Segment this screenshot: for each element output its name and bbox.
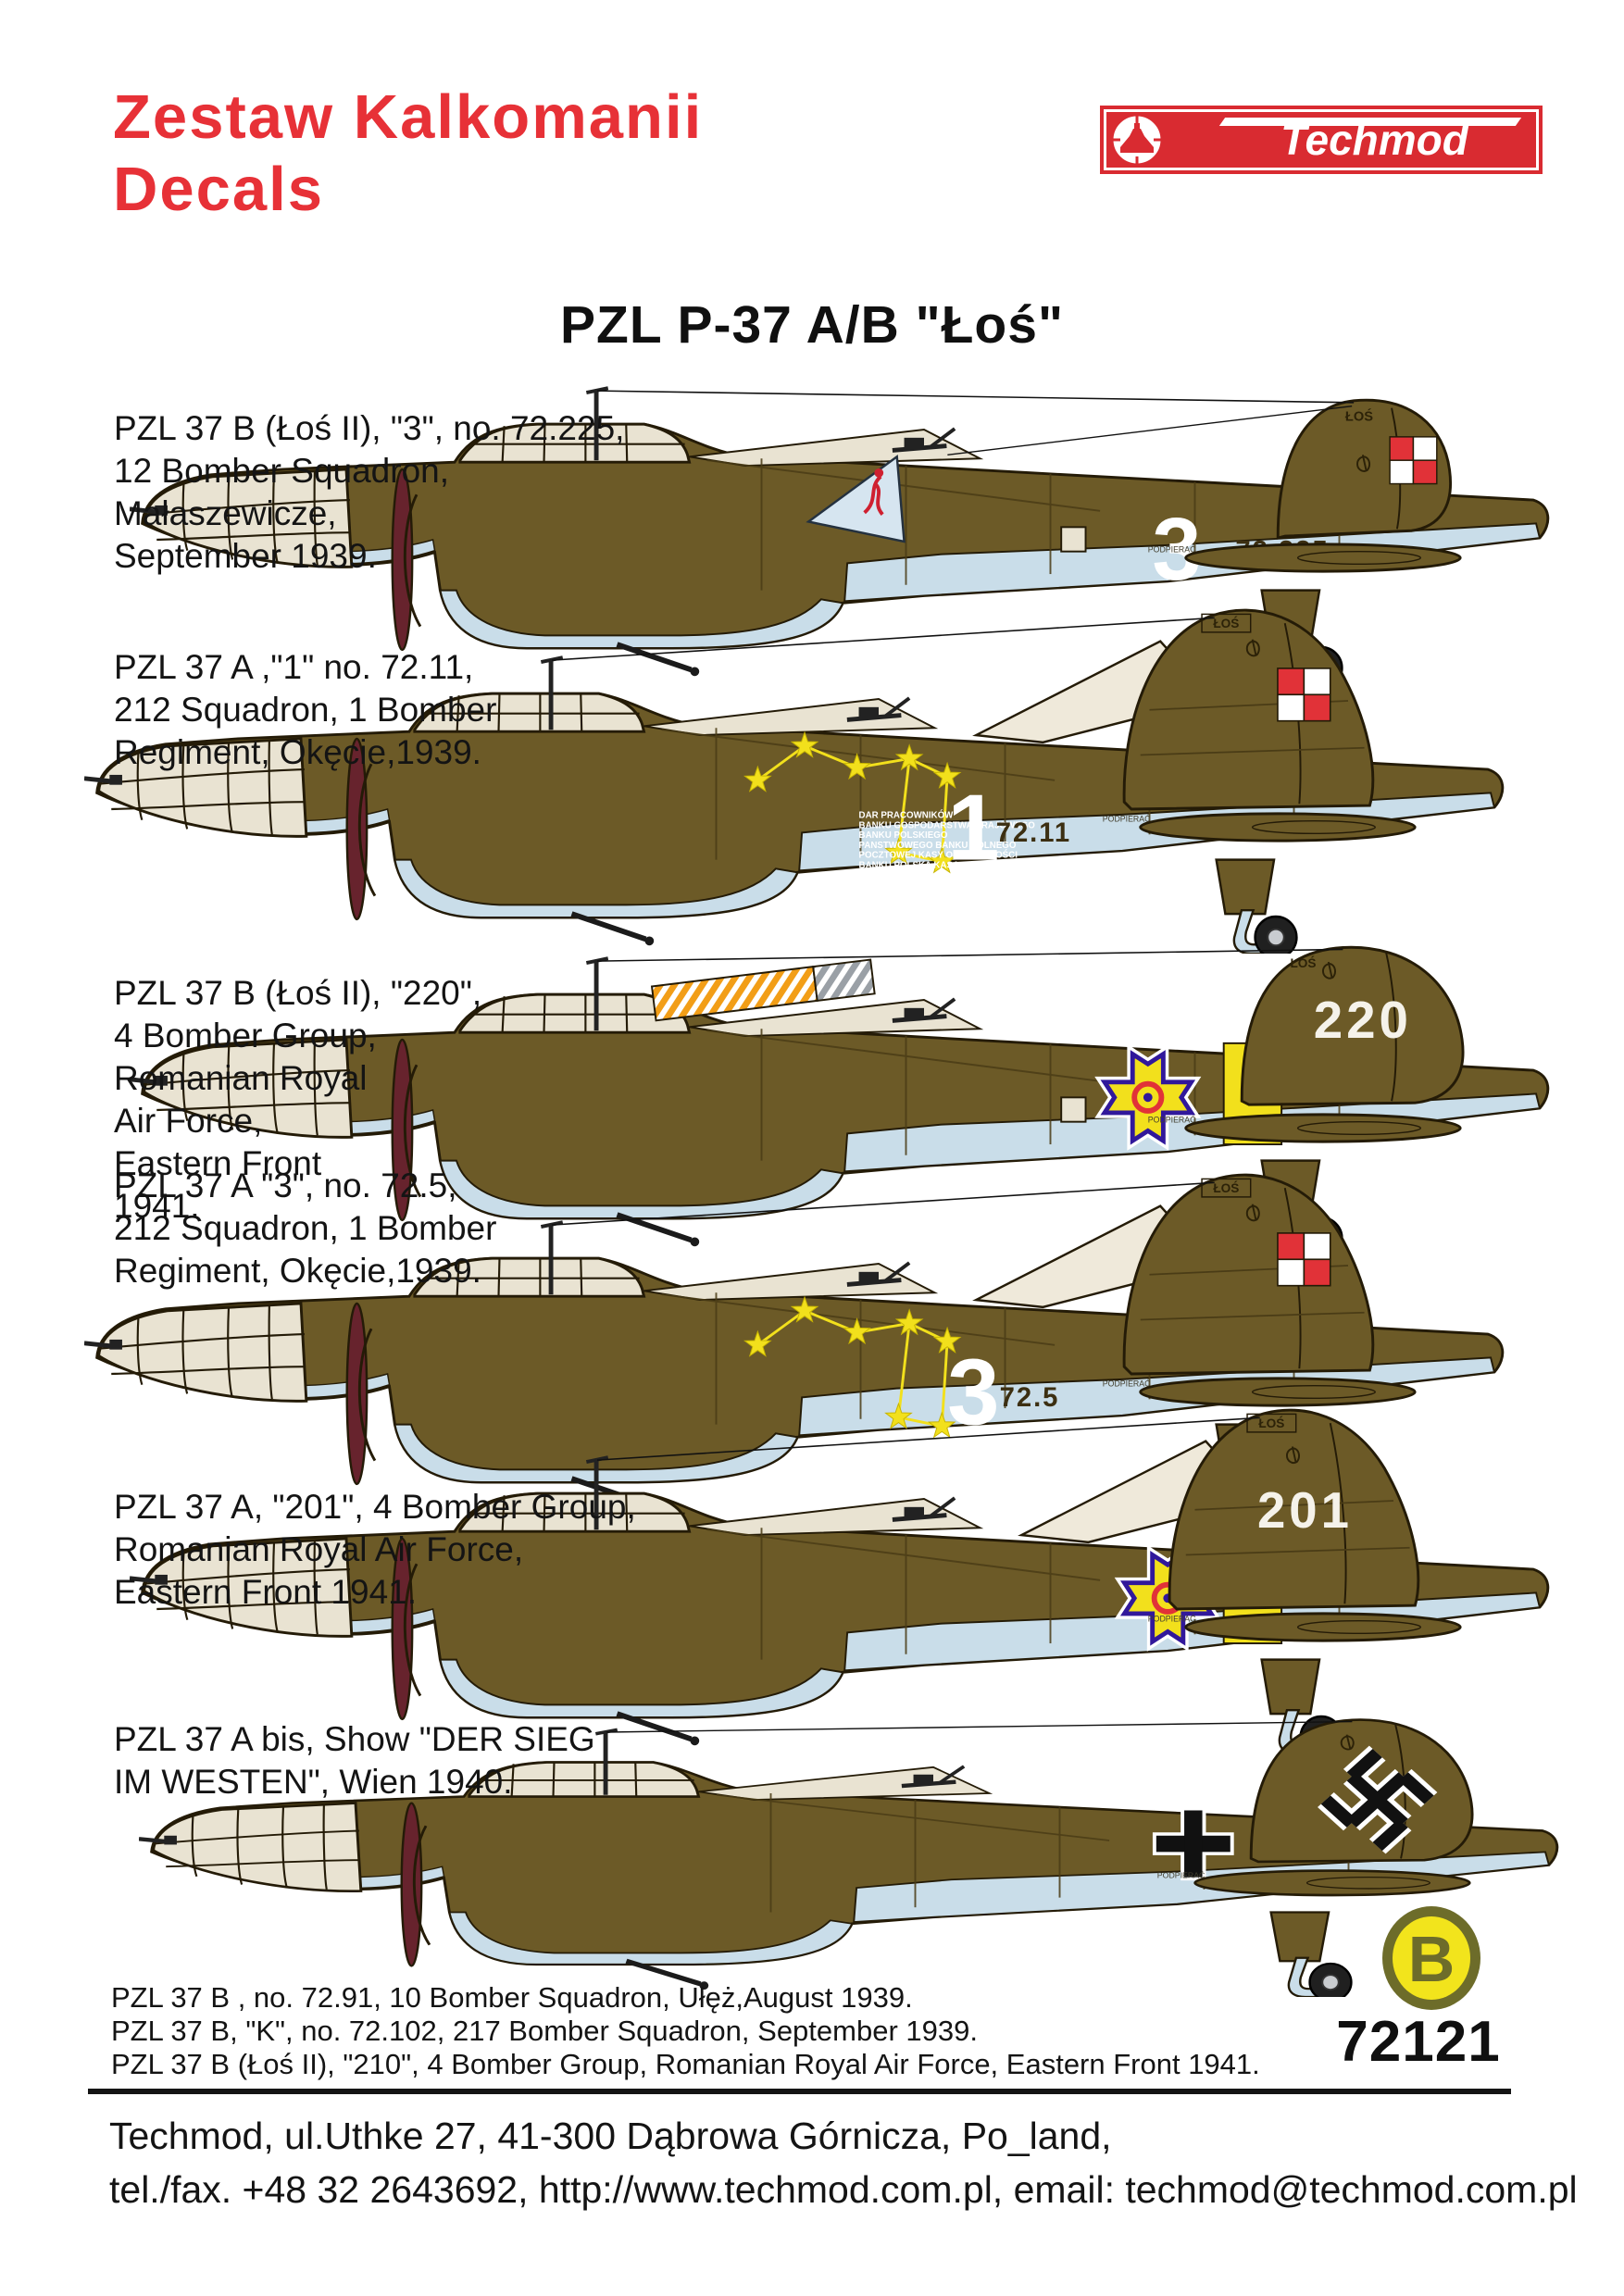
footer-contact: tel./fax. +48 32 2643692, http://www.tec… [109,2168,1578,2211]
orange-stripes-patch [650,958,876,1022]
sheet-heading: Zestaw Kalkomanii Decals [113,81,703,226]
aircraft-profile-6 [139,1718,1583,1997]
aircraft-profile-3: 220 ŁOŚ [130,945,1574,1254]
extra-schemes-list: PZL 37 B , no. 72.91, 10 Bomber Squadron… [111,1981,1260,2081]
badge-letter: B [1408,1923,1455,1995]
fin-tip-label: ŁOŚ [1290,956,1316,970]
aircraft-profile-2: DAR PRACOWNIKÓW BANKU GOSPODARSTWA KRAJO… [84,608,1529,954]
aircraft-profile-1: 3 72.225 ŁOŚ [130,323,1574,684]
aircraft-profile-5: 201 ŁOŚ [130,1408,1574,1753]
aircraft-description-3: PZL 37 B (Łoś II), "220", 4 Bomber Group… [114,974,482,1225]
polish-checkerboard-icon [1277,1232,1331,1287]
fuselage-window [1060,526,1087,553]
aircraft-description-6: PZL 37 A bis, Show "DER SIEG IM WESTEN",… [114,1720,595,1801]
aircraft-description-5: PZL 37 A, "201", 4 Bomber Group, Romania… [114,1488,636,1611]
tail-fin [1122,1173,1375,1376]
serial-number: 72.5 [1000,1383,1060,1413]
aircraft-description-4: PZL 37 A "3", no. 72.5, 212 Squadron, 1 … [114,1167,497,1290]
svg-text:PANSTWOWEGO BANKU ROLNEGO: PANSTWOWEGO BANKU ROLNEGO [859,841,1017,851]
tail-code: 201 [1257,1482,1353,1539]
sheet-heading-line2: Decals [113,155,325,224]
aircraft-description-2: PZL 37 A ,"1" no. 72.11, 212 Squadron, 1… [114,648,497,771]
scheme-b-badge: B [1382,1906,1480,2010]
donation-inscription: DAR PRACOWNIKÓW BANKU GOSPODARSTWA KRAJO… [859,810,1036,871]
fin-tip-label: ŁOŚ [1345,407,1373,424]
fin-tip-label: ŁOŚ [1258,1416,1284,1430]
polish-checkerboard-icon [1277,668,1331,722]
tail-fin [1122,608,1375,811]
aircraft-description-1: PZL 37 B (Łoś II), "3", no. 72.225, 12 B… [114,409,625,575]
fuselage-code: 1 [947,776,999,880]
extra-scheme-line: PZL 37 B (Łoś II), "210", 4 Bomber Group… [111,2048,1260,2080]
page-title: PZL P-37 A/B "Łoś" [560,295,1064,355]
techmod-roundel-icon [1109,112,1165,168]
footer: Techmod, ul.Uthke 27, 41-300 Dąbrowa Gór… [109,2109,1578,2216]
techmod-logo: Techmod [1100,106,1543,174]
svg-text:BANKU POLSKIEGO: BANKU POLSKIEGO [859,830,948,841]
svg-text:BANKU POLSKA KASA OPIEKI: BANKU POLSKA KASA OPIEKI [859,860,993,870]
footer-divider [88,2089,1511,2094]
fuselage-window [1060,1096,1087,1123]
aircraft-profile-4: 3 72.5 ŁOŚ [84,1173,1529,1518]
fin-tip-label: ŁOŚ [1213,1181,1239,1195]
sheet-heading-line1: Zestaw Kalkomanii [113,82,704,152]
svg-text:DAR PRACOWNIKÓW: DAR PRACOWNIKÓW [859,810,955,821]
serial-number: 72.11 [996,818,1071,848]
footer-address: Techmod, ul.Uthke 27, 41-300 Dąbrowa Gór… [109,2115,1112,2157]
extra-scheme-line: PZL 37 B, "K", no. 72.102, 217 Bomber Sq… [111,2015,978,2047]
logo-brand-text: Techmod [1280,116,1468,164]
svg-text:BANKU GOSPODARSTWA KRAJOWEGO: BANKU GOSPODARSTWA KRAJOWEGO [859,820,1036,830]
catalog-number: 72121 [1336,2010,1501,2074]
fuselage-code: 3 [947,1341,999,1445]
polish-checkerboard-icon [1389,436,1438,485]
svg-text:POCZTOWEJ KASY OSZCZEDNOŚCI: POCZTOWEJ KASY OSZCZEDNOŚCI [859,850,1018,861]
fin-tip-label: ŁOŚ [1213,617,1239,630]
extra-scheme-line: PZL 37 B , no. 72.91, 10 Bomber Squadron… [111,1981,913,2014]
tail-code: 220 [1314,991,1412,1049]
